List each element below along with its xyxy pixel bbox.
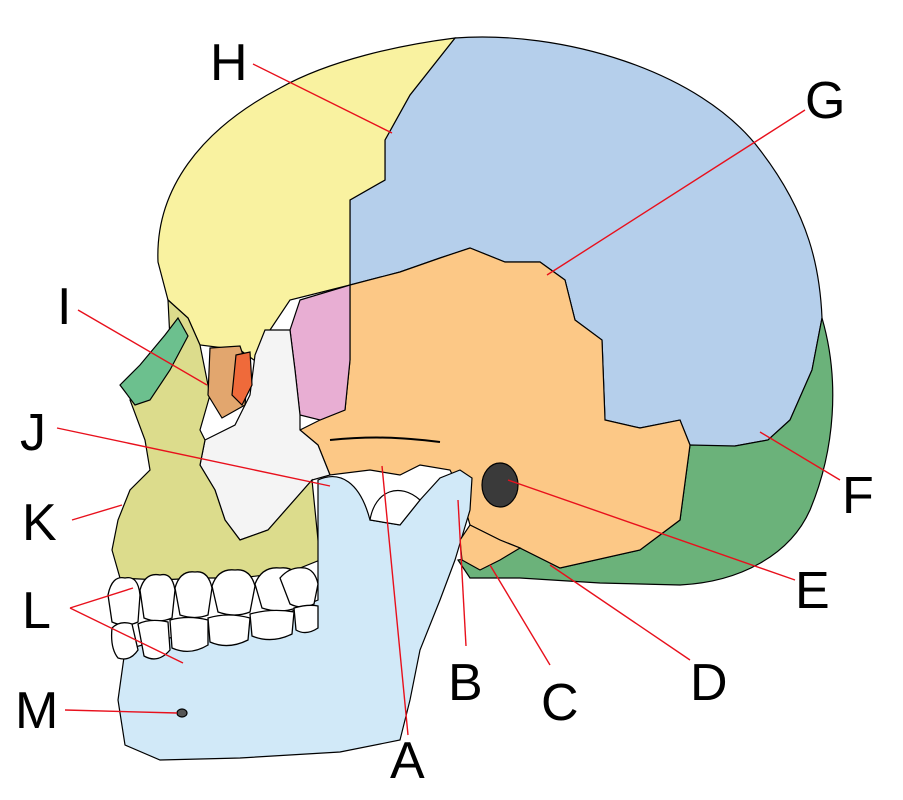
zygomatic-arch-line [329, 436, 441, 443]
external-auditory-meatus [481, 462, 519, 508]
leader-H [252, 63, 393, 134]
leader-lines [56, 63, 841, 736]
leader-B [457, 499, 467, 647]
ethmoid-bone [231, 351, 253, 407]
nasal-bone [119, 316, 189, 406]
label-D: D [690, 654, 728, 712]
leader-F [759, 431, 841, 481]
label-H: H [210, 34, 248, 92]
label-A: A [390, 732, 425, 790]
leader-I [77, 309, 208, 386]
label-K: K [22, 494, 57, 552]
leader-J [56, 427, 331, 487]
label-I: I [57, 278, 71, 336]
leader-M [64, 709, 178, 714]
sphenoid-bone [289, 284, 351, 421]
label-C: C [541, 674, 579, 732]
leader-K [71, 504, 123, 521]
label-E: E [795, 562, 830, 620]
sigmoid-notch [369, 490, 421, 526]
leader-D [549, 564, 691, 661]
leader-L2 [69, 607, 184, 664]
label-J: J [20, 404, 46, 462]
label-M: M [15, 682, 58, 740]
leader-G [546, 109, 806, 276]
label-L: L [22, 582, 51, 640]
leader-C [489, 564, 551, 666]
upper-teeth [107, 567, 319, 626]
letter-labels: A B C D E F G H I J K L M [15, 34, 874, 790]
lower-teeth [110, 604, 319, 660]
mental-foramen [176, 708, 188, 718]
label-F: F [842, 467, 874, 525]
label-B: B [448, 654, 483, 712]
leader-L1 [69, 587, 134, 609]
leader-E [507, 479, 796, 581]
label-G: G [805, 72, 845, 130]
leader-A [381, 465, 409, 736]
